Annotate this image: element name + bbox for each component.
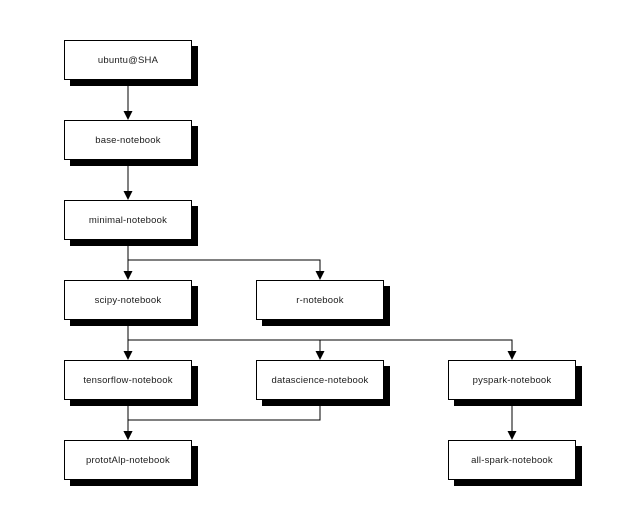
node-label: ubuntu@SHA	[97, 54, 159, 66]
arrowhead	[507, 431, 517, 440]
arrowhead	[315, 271, 325, 280]
node-datascience: datascience-notebook	[256, 360, 384, 400]
node-label: r-notebook	[296, 294, 344, 306]
node-label: scipy-notebook	[94, 294, 162, 306]
node-label: prototAlp-notebook	[86, 454, 170, 466]
node-r: r-notebook	[256, 280, 384, 320]
arrowhead	[123, 431, 133, 440]
node-label: tensorflow-notebook	[83, 374, 173, 386]
edge-scipy-pyspark	[127, 320, 517, 360]
node-scipy: scipy-notebook	[64, 280, 192, 320]
arrowhead	[123, 271, 133, 280]
edge-base-minimal	[123, 160, 133, 200]
node-minimal: minimal-notebook	[64, 200, 192, 240]
node-label: pyspark-notebook	[472, 374, 552, 386]
arrowhead	[123, 191, 133, 200]
node-ubuntu: ubuntu@SHA	[64, 40, 192, 80]
arrowhead	[315, 351, 325, 360]
edge-datascience-prototalp	[123, 400, 321, 440]
edge-ubuntu-base	[123, 80, 133, 120]
edge-minimal-r	[127, 240, 325, 280]
node-label: minimal-notebook	[88, 214, 168, 226]
node-label: datascience-notebook	[271, 374, 369, 386]
node-pyspark: pyspark-notebook	[448, 360, 576, 400]
node-tensorflow: tensorflow-notebook	[64, 360, 192, 400]
edge-pyspark-allspark	[507, 400, 517, 440]
arrowhead	[507, 351, 517, 360]
node-prototalp: prototAlp-notebook	[64, 440, 192, 480]
node-base: base-notebook	[64, 120, 192, 160]
node-allspark: all-spark-notebook	[448, 440, 576, 480]
arrowhead	[123, 111, 133, 120]
arrowhead	[123, 351, 133, 360]
node-label: base-notebook	[95, 134, 161, 146]
node-label: all-spark-notebook	[471, 454, 553, 466]
